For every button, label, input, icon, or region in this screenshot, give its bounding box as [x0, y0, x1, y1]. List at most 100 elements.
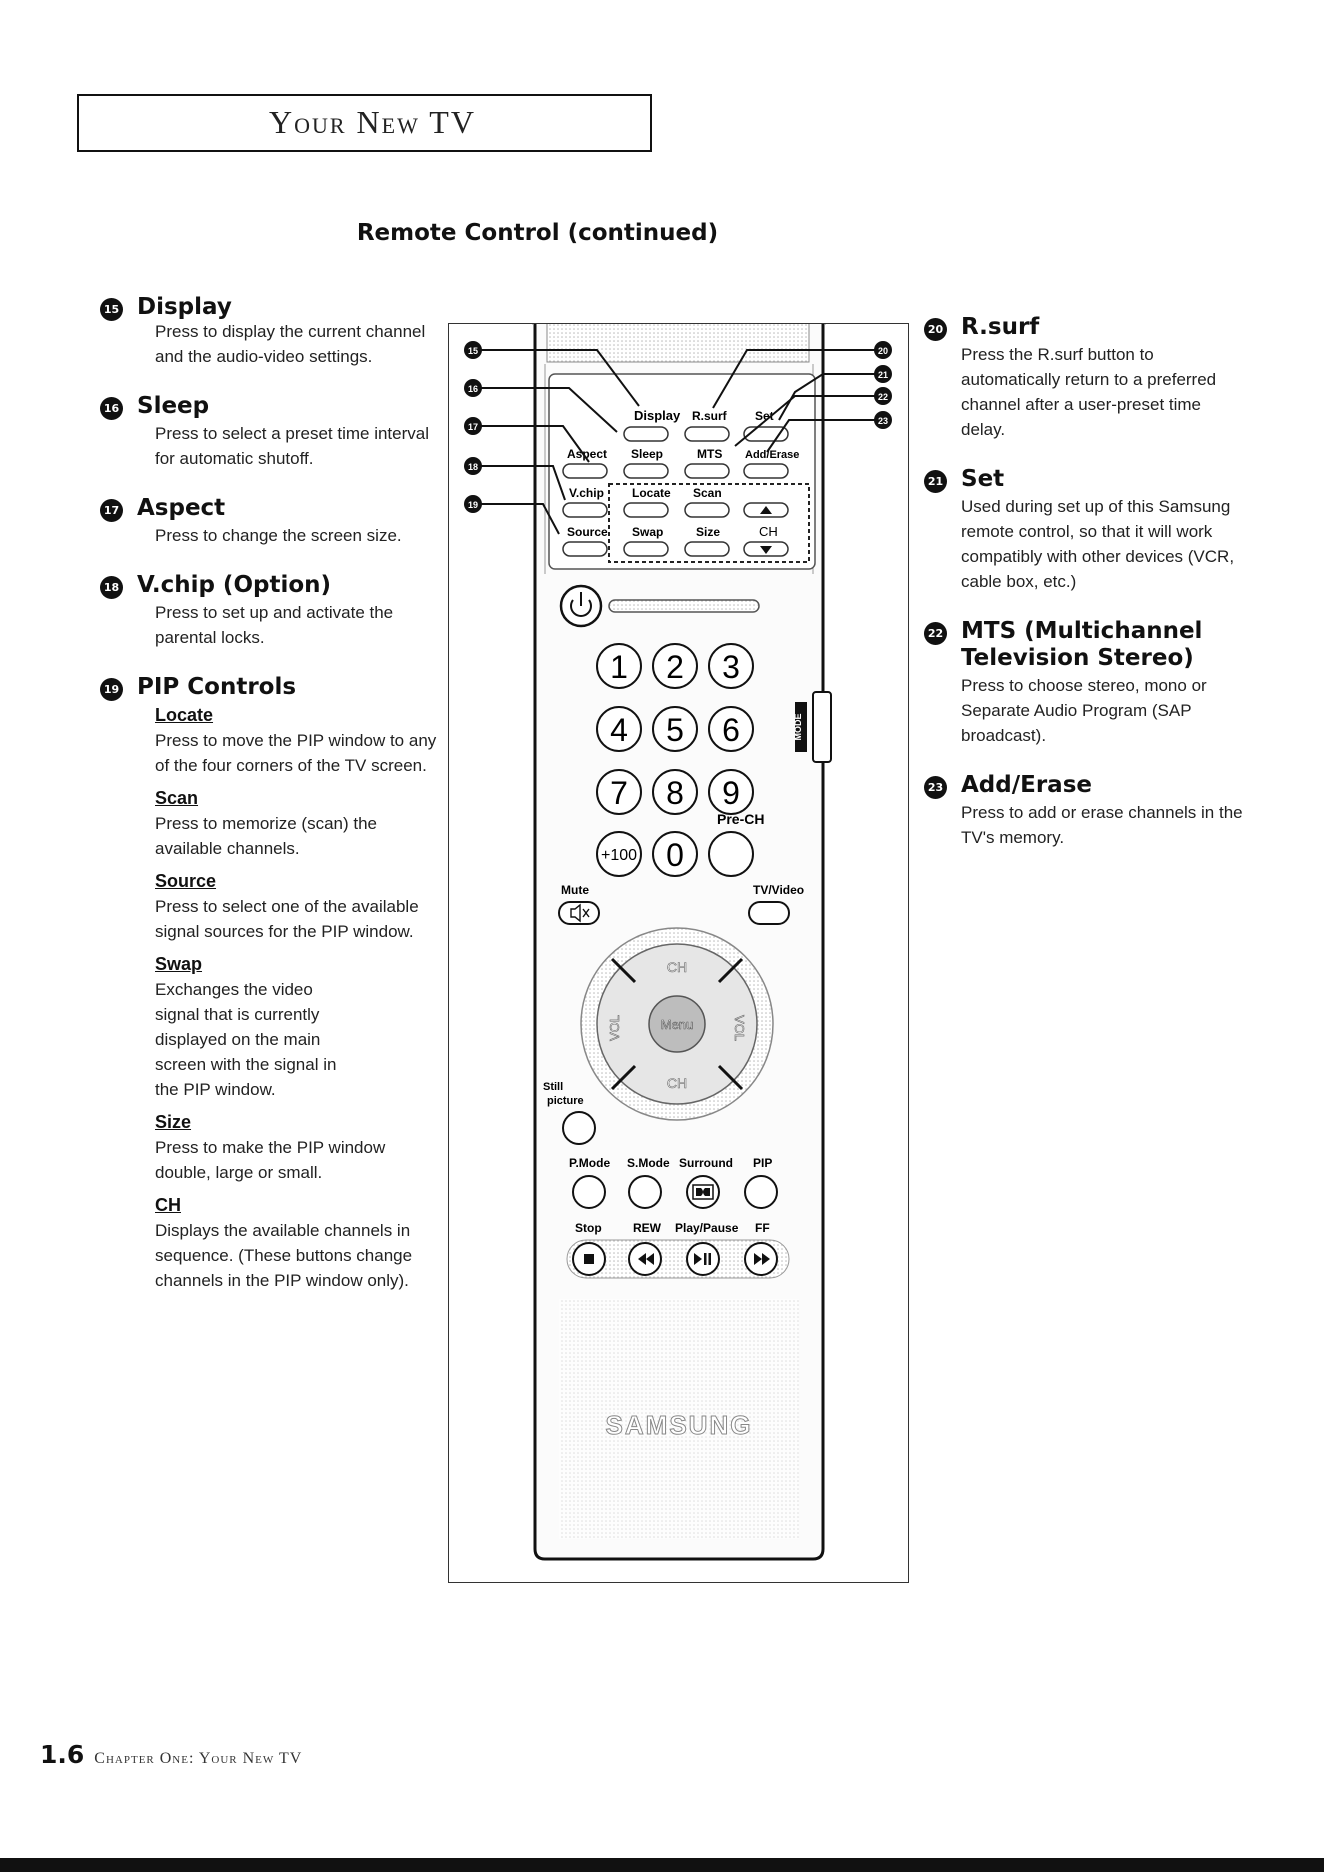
- indicator-strip: [608, 599, 760, 613]
- rsurf-button[interactable]: [684, 426, 730, 442]
- pip-sub-ch: CH Displays the available channels in se…: [155, 1193, 440, 1293]
- digit-label: 6: [722, 712, 740, 748]
- rew-label: REW: [633, 1221, 662, 1235]
- pip-controls-group: [608, 483, 810, 563]
- aspect-button[interactable]: [562, 463, 608, 479]
- scan-button[interactable]: [684, 502, 730, 518]
- mute-label: Mute: [561, 883, 589, 897]
- footer: 1.6 Chapter One: Your New TV: [40, 1740, 302, 1769]
- page-number: 1.6: [40, 1740, 85, 1769]
- source-label: Source: [567, 525, 608, 539]
- digit-4-button[interactable]: [596, 706, 642, 752]
- still-label: Still: [543, 1081, 563, 1093]
- swap-button[interactable]: [623, 541, 669, 557]
- digit-6-button[interactable]: [708, 706, 754, 752]
- item-body: Press to select a preset time interval f…: [155, 424, 430, 468]
- pip-sub-size: Size Press to make the PIP window double…: [155, 1110, 440, 1185]
- callout-21: 21: [878, 370, 888, 380]
- tvvideo-button[interactable]: [748, 901, 790, 925]
- sub-title: Scan: [155, 788, 199, 808]
- fast-forward-icon: [754, 1253, 770, 1265]
- sub-body: Press to move the PIP window to any of t…: [155, 731, 437, 775]
- digit-5-button[interactable]: [652, 706, 698, 752]
- sleep-button[interactable]: [623, 463, 669, 479]
- smode-button[interactable]: [628, 1175, 662, 1209]
- plus100-label: +100: [601, 847, 637, 864]
- pip-button[interactable]: [744, 1175, 778, 1209]
- digit-label: 2: [666, 649, 684, 685]
- item-body: Used during set up of this Samsung remot…: [961, 497, 1235, 591]
- callout-19: 19: [468, 500, 478, 510]
- mts-button[interactable]: [684, 463, 730, 479]
- dpad-vol-left-label[interactable]: VOL: [607, 1015, 623, 1042]
- size-label: Size: [696, 525, 720, 539]
- callout-badges: 15 16 17 18 19 20 21 22 23: [464, 341, 892, 513]
- digit-9-button[interactable]: [708, 769, 754, 815]
- add-erase-label: Add/Erase: [745, 449, 799, 461]
- dpad-ch-up-label[interactable]: CH: [667, 959, 688, 976]
- item-title: R.surf: [961, 314, 1040, 340]
- vchip-button[interactable]: [562, 502, 608, 518]
- sub-title: Locate: [155, 705, 214, 725]
- callout-15: 15: [468, 346, 478, 356]
- digit-2-button[interactable]: [652, 643, 698, 689]
- digit-3-button[interactable]: [708, 643, 754, 689]
- scan-label: Scan: [693, 486, 722, 500]
- footer-chapter-text: Chapter One: Your New TV: [94, 1750, 303, 1767]
- sub-body: Press to make the PIP window double, lar…: [155, 1138, 386, 1182]
- item-body: Press to display the current channel and…: [155, 322, 426, 366]
- stop-label: Stop: [575, 1221, 602, 1235]
- digit-label: 7: [610, 775, 628, 811]
- dpad-vol-right-label[interactable]: VOL: [732, 1015, 748, 1042]
- play-pause-button[interactable]: [686, 1242, 720, 1276]
- plus100-button[interactable]: [596, 831, 642, 877]
- digit-0-button[interactable]: [652, 831, 698, 877]
- prech-button[interactable]: [708, 831, 754, 877]
- add-erase-button[interactable]: [743, 463, 789, 479]
- digit-7-button[interactable]: [596, 769, 642, 815]
- display-button[interactable]: [623, 426, 669, 442]
- digit-label: 4: [610, 712, 628, 748]
- item-title: Aspect: [137, 495, 226, 521]
- surround-label: Surround: [679, 1156, 733, 1170]
- vchip-label: V.chip: [569, 486, 604, 500]
- callout-number-badge: 18: [100, 576, 123, 599]
- pmode-button[interactable]: [572, 1175, 606, 1209]
- mute-button[interactable]: [558, 901, 600, 925]
- rsurf-label: R.surf: [692, 409, 728, 423]
- side-mode-tab[interactable]: [812, 691, 832, 763]
- still-picture-button[interactable]: [562, 1111, 596, 1145]
- menu-button[interactable]: [648, 995, 706, 1053]
- callout-number-badge: 21: [924, 470, 947, 493]
- mute-speaker-icon: [570, 903, 590, 923]
- mode-switch[interactable]: [795, 702, 807, 752]
- digit-label: 5: [666, 712, 684, 748]
- header-box: Your New TV: [77, 94, 652, 152]
- pip-sub-swap: Swap Exchanges the video signal that is …: [155, 952, 440, 1102]
- callout-number-badge: 15: [100, 298, 123, 321]
- rewind-icon: [638, 1253, 654, 1265]
- size-button[interactable]: [684, 541, 730, 557]
- pip-label: PIP: [753, 1156, 772, 1170]
- picture-label: picture: [547, 1095, 584, 1107]
- source-button[interactable]: [562, 541, 608, 557]
- tvvideo-label: TV/Video: [753, 883, 804, 897]
- item-body: Press to set up and activate the parenta…: [155, 603, 394, 647]
- locate-button[interactable]: [623, 502, 669, 518]
- dpad-ch-down-label[interactable]: CH: [667, 1075, 688, 1092]
- digit-8-button[interactable]: [652, 769, 698, 815]
- page-title: Remote Control (continued): [356, 220, 719, 246]
- digit-1-button[interactable]: [596, 643, 642, 689]
- ch-label: CH: [759, 524, 778, 539]
- sub-title: CH: [155, 1195, 181, 1215]
- sub-body: Press to memorize (scan) the available c…: [155, 814, 378, 858]
- callout-16: 16: [468, 384, 478, 394]
- stop-icon: [584, 1254, 594, 1264]
